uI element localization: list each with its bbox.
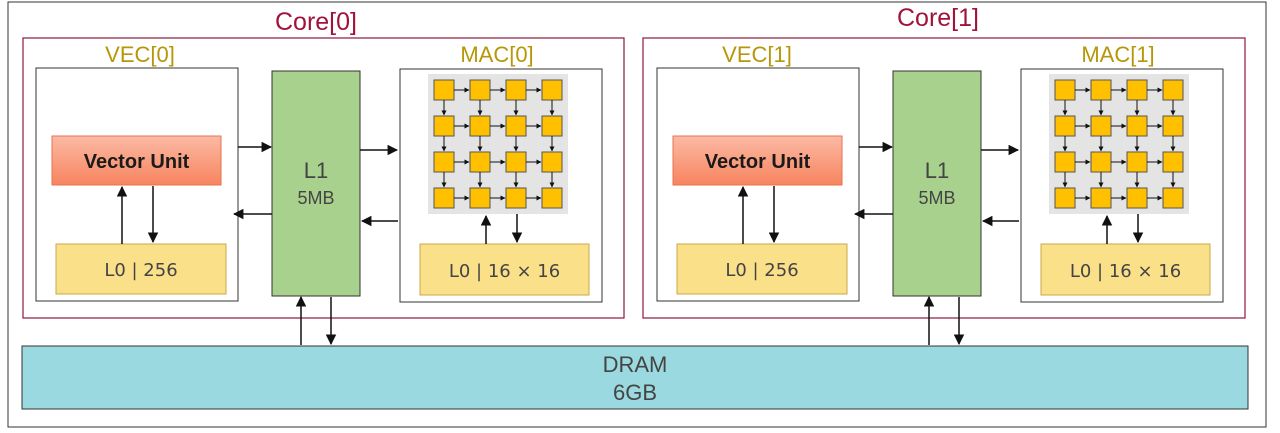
- l1-0: [271, 70, 361, 297]
- processing-element: [541, 151, 563, 173]
- processing-element: [541, 115, 563, 137]
- processing-element: [433, 151, 455, 173]
- processing-element: [1090, 115, 1112, 137]
- processing-element: [1054, 115, 1076, 137]
- core-0-title: Core[0]: [275, 8, 357, 36]
- processing-element: [1126, 187, 1148, 209]
- processing-element: [541, 187, 563, 209]
- l1-0-size: 5MB: [297, 188, 334, 208]
- processing-element: [469, 187, 491, 209]
- processing-element: [1162, 187, 1184, 209]
- processing-element: [469, 115, 491, 137]
- processing-element: [1054, 79, 1076, 101]
- vec-0-title: VEC[0]: [105, 42, 175, 67]
- mac-1-title: MAC[1]: [1081, 42, 1154, 67]
- processing-element: [1162, 151, 1184, 173]
- processing-element: [541, 79, 563, 101]
- processing-element: [1090, 187, 1112, 209]
- processing-element: [469, 151, 491, 173]
- processing-element: [433, 187, 455, 209]
- pe-grid-0: [428, 74, 568, 214]
- mac-0-l0-label: L0 | 16 × 16: [449, 261, 560, 282]
- processing-element: [1054, 187, 1076, 209]
- vec-0-l0-label: L0 | 256: [104, 260, 177, 281]
- core-0: Core[0] VEC[0] Vector Unit L0 | 256 L1 5…: [22, 8, 625, 319]
- mac-0-title: MAC[0]: [460, 42, 533, 67]
- vector-unit-1-label: Vector Unit: [705, 151, 811, 173]
- l1-1-label: L1: [925, 158, 949, 183]
- processing-element: [1162, 115, 1184, 137]
- core-0-border: [22, 37, 625, 319]
- processing-element: [1054, 151, 1076, 173]
- vec-1-l0-label: L0 | 256: [725, 260, 798, 281]
- processing-element: [469, 79, 491, 101]
- processing-element: [1126, 151, 1148, 173]
- vec-1-l0: [676, 243, 848, 295]
- vec-1-title: VEC[1]: [722, 42, 792, 67]
- l1-1: [892, 70, 982, 297]
- processing-element: [1162, 79, 1184, 101]
- processing-element: [1090, 151, 1112, 173]
- pe-grid-1: [1049, 74, 1189, 214]
- processing-element: [1126, 115, 1148, 137]
- processing-element: [505, 151, 527, 173]
- vector-unit-0: [51, 135, 222, 186]
- core-1-title: Core[1]: [897, 4, 979, 32]
- processing-element: [505, 187, 527, 209]
- core-1-border: [642, 37, 1246, 319]
- dram-label: DRAM: [603, 352, 668, 377]
- mac-1-l0-label: L0 | 16 × 16: [1070, 261, 1181, 282]
- processing-element: [433, 79, 455, 101]
- vec-0-l0: [55, 243, 227, 295]
- processing-element: [505, 115, 527, 137]
- l1-0-label: L1: [304, 158, 328, 183]
- core-1: Core[1] VEC[1] Vector Unit L0 | 256 L1 5…: [642, 4, 1246, 319]
- mac-0-l0: [419, 243, 590, 296]
- l1-1-size: 5MB: [918, 188, 955, 208]
- processing-element: [433, 115, 455, 137]
- mac-1-l0: [1040, 243, 1211, 296]
- processing-element: [1126, 79, 1148, 101]
- vector-unit-1: [672, 135, 843, 186]
- vector-unit-0-label: Vector Unit: [84, 151, 190, 173]
- processing-element: [1090, 79, 1112, 101]
- dram-box: [21, 345, 1249, 410]
- processing-element: [505, 79, 527, 101]
- dram-size: 6GB: [613, 380, 657, 405]
